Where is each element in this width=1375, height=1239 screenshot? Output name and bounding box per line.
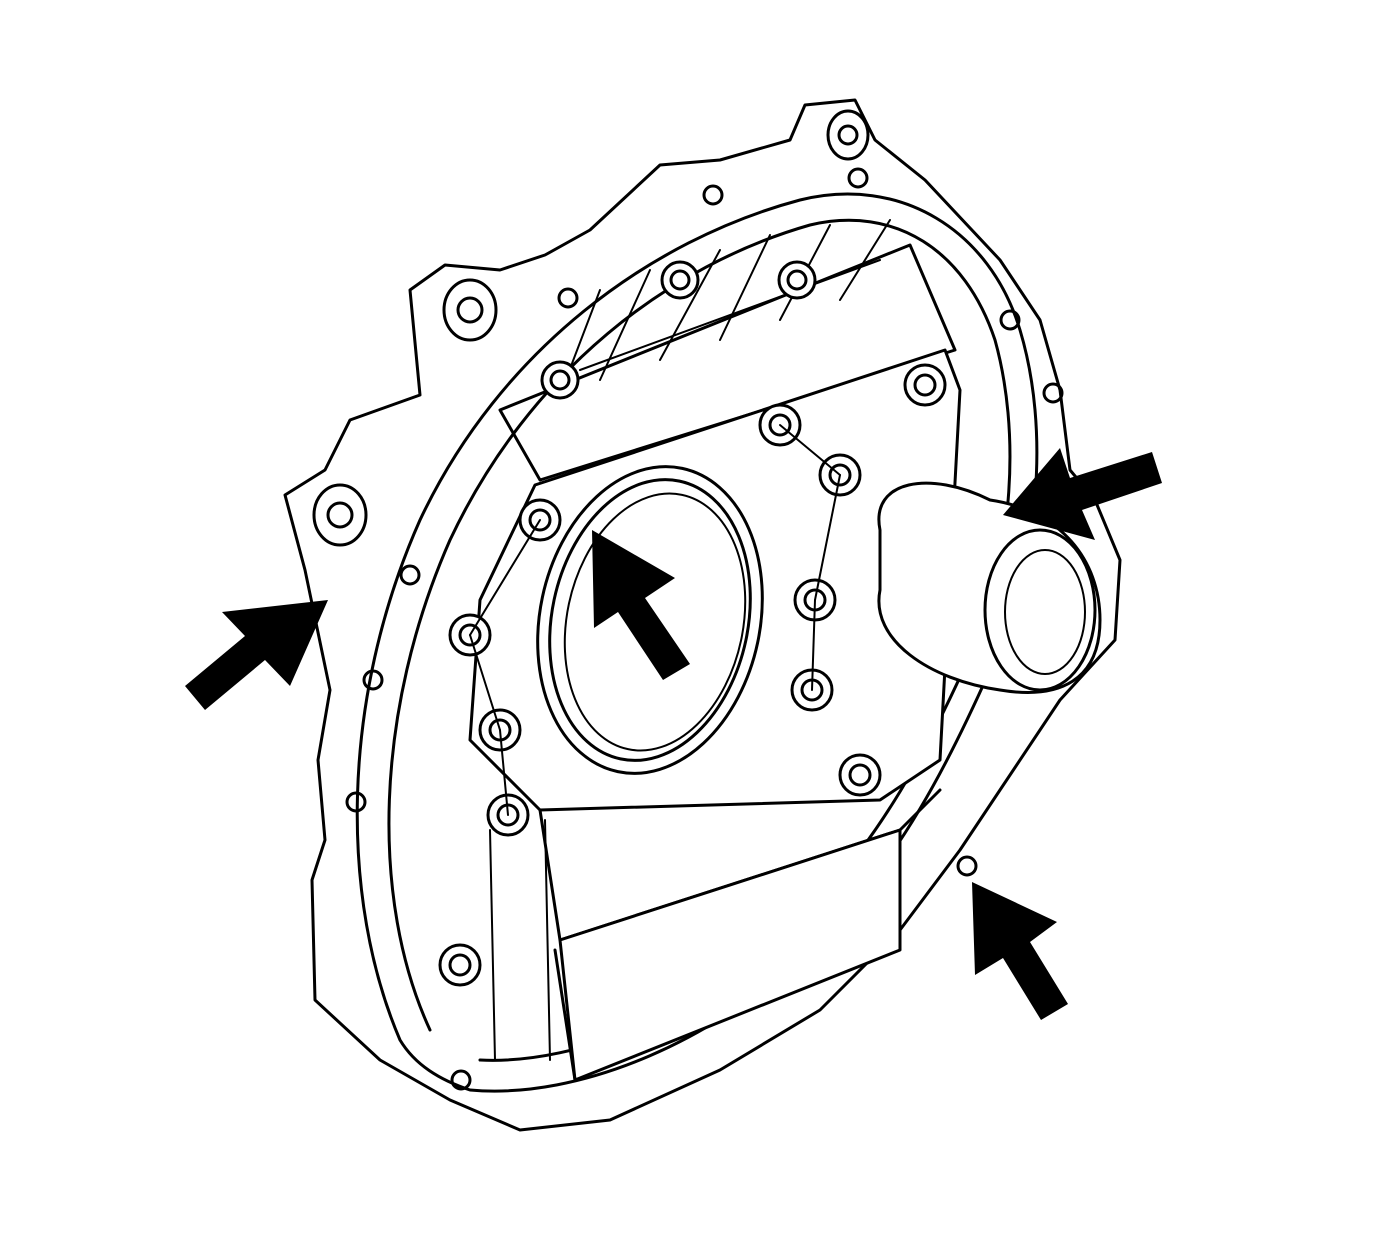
- opening-rim: [877, 481, 1102, 694]
- flange-hole: [450, 1069, 472, 1091]
- bolt-boss: [838, 753, 882, 797]
- flange-pads: [312, 109, 1064, 1091]
- callout-arrow-seal: [592, 530, 690, 680]
- seal-inner-ring: [548, 478, 752, 762]
- flange-hole: [345, 791, 367, 813]
- opening-bore: [983, 528, 1097, 692]
- right-side-opening: [877, 481, 1102, 694]
- left-flange-pad: [312, 483, 368, 547]
- callout-arrow-lower-right: [972, 882, 1068, 1020]
- bolt-boss: [903, 363, 947, 407]
- flange-hole: [1042, 382, 1064, 404]
- flange-pad: [442, 278, 498, 342]
- flange-hole: [557, 287, 579, 309]
- callout-arrow-left: [185, 600, 328, 710]
- callout-arrow-right: [1003, 448, 1162, 540]
- flange-hole: [362, 669, 384, 691]
- flange-hole: [847, 167, 869, 189]
- bolt-boss: [438, 943, 482, 987]
- bolt-boss: [660, 260, 700, 300]
- bolt-boss: [777, 260, 817, 300]
- callout-arrows: [185, 448, 1162, 1020]
- flange-hole: [999, 309, 1021, 331]
- bolt-bosses: [438, 260, 947, 987]
- bolt-boss: [540, 360, 580, 400]
- flange-hole: [399, 564, 421, 586]
- flange-pad: [826, 109, 870, 161]
- oil-pan-rail: [558, 828, 902, 1082]
- inner-flange-ring: [355, 192, 1039, 1093]
- flange-hole: [702, 184, 724, 206]
- lower-right-flange-hole: [956, 855, 978, 877]
